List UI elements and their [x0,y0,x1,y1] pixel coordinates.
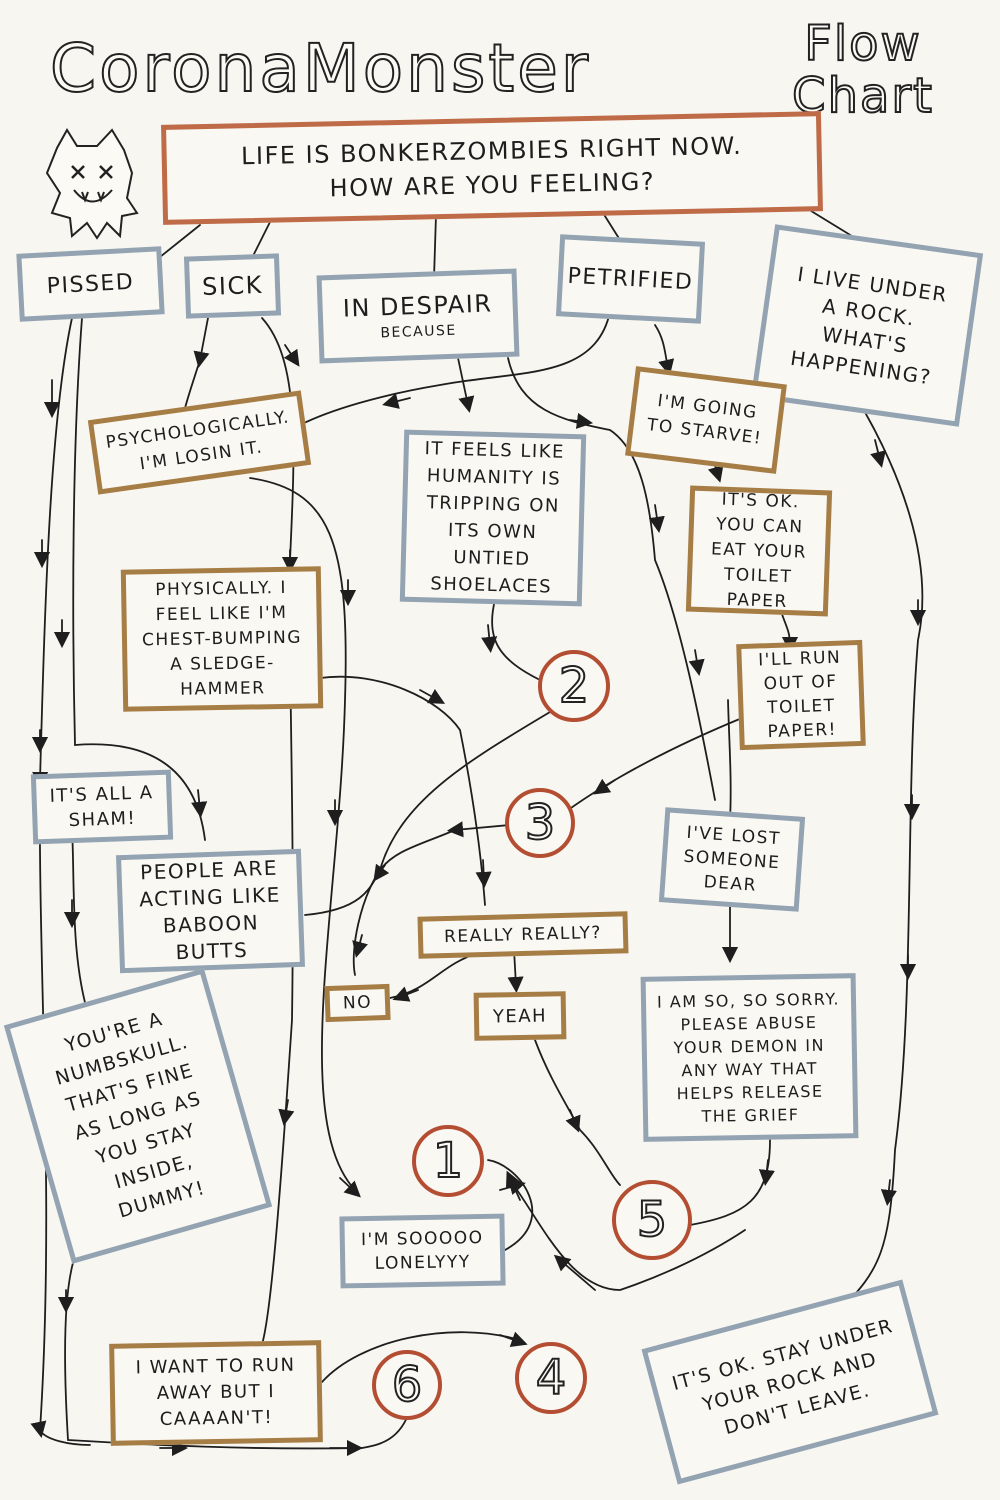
option-live-under-rock: I live under a rock. What's happening? [750,224,984,427]
circle-2: 2 [538,650,610,722]
page-subtitle: Flow Chart [791,16,934,124]
circle-5: 5 [612,1180,692,1260]
box-going-to-starve: I'm going to starve! [625,366,787,474]
circle-4: 4 [515,1342,587,1414]
option-sick: Sick [183,253,282,319]
box-run-away: I want to run away but I caaaan't! [109,1340,323,1446]
box-humanity-tripping: It feels like humanity is tripping on it… [399,429,587,607]
box-lost-someone-dear: I've lost someone dear [658,807,806,912]
box-so-sorry: I am so, so sorry. Please abuse your dem… [640,973,859,1142]
monster-icon [45,128,139,240]
box-physically: Physically. I feel like I'm chest-bumpin… [120,566,324,712]
option-in-despair-sub: because [380,322,457,342]
circle-3: 3 [505,788,575,858]
box-really-really: Really really? [417,911,629,959]
option-pissed: Pissed [16,246,165,322]
page-title: CoronaMonster [49,29,591,108]
option-petrified: Petrified [555,234,706,324]
box-eat-toilet-paper: It's ok. You can eat your toilet paper [685,485,833,617]
box-its-all-a-sham: It's all a sham! [30,769,174,845]
option-in-despair: In despair because [316,268,520,364]
box-no: No [324,983,391,1023]
box-so-lonely: I'm sooooo lonelyyy [339,1213,506,1289]
box-run-out-toilet-paper: I'll run out of toilet paper! [736,639,866,751]
option-in-despair-label: In despair [342,289,493,323]
box-baboon-butts: People are acting like baboon butts [115,848,306,974]
question-box: Life is Bonkerzombies right now. How are… [161,111,823,225]
box-yeah: Yeah [473,991,567,1041]
circle-6: 6 [372,1350,442,1420]
circle-1: 1 [412,1125,484,1197]
